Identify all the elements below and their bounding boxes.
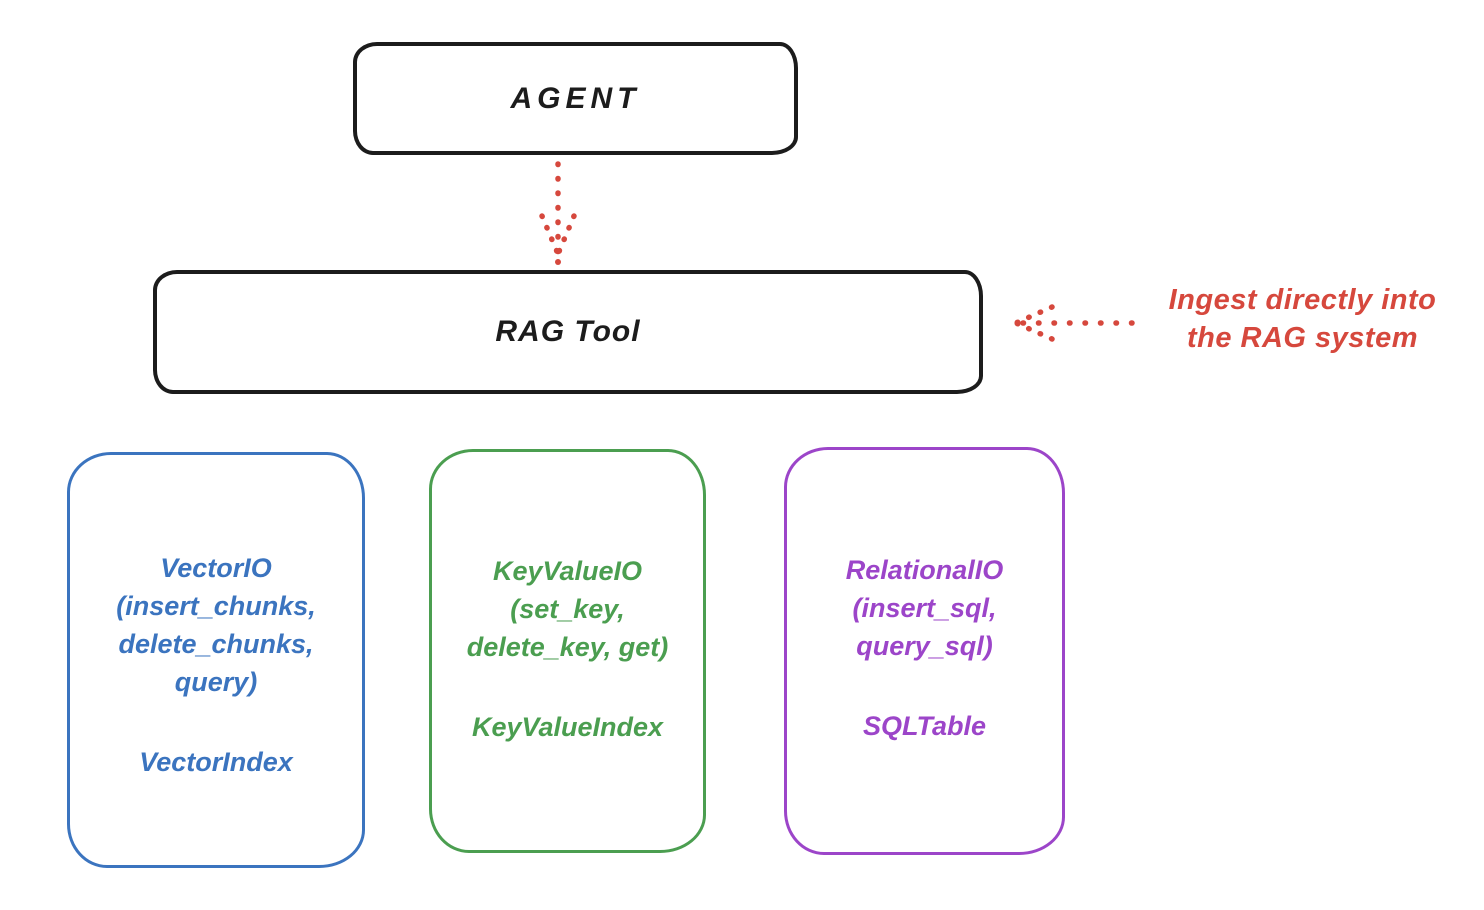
ingest-annotation: Ingest directly into the RAG system bbox=[1130, 281, 1475, 357]
vectorio-line: VectorIO bbox=[160, 553, 272, 583]
vectorio-line: delete_chunks, bbox=[118, 629, 314, 659]
agent-to-ragtool-arrow-icon bbox=[533, 158, 583, 270]
relationalio-line: (insert_sql, bbox=[852, 593, 997, 623]
sqltable-label: SQLTable bbox=[862, 711, 987, 741]
vectorindex-label: VectorIndex bbox=[139, 747, 293, 777]
agent-box: AGENT bbox=[353, 42, 798, 155]
keyvalueio-methods: KeyValueIO (set_key, delete_key, get) bbox=[467, 552, 669, 666]
vectorio-line: (insert_chunks, bbox=[116, 591, 316, 621]
relationalio-line: query_sql) bbox=[856, 631, 993, 661]
relationalio-box: RelationalIO (insert_sql, query_sql) SQL… bbox=[784, 447, 1065, 855]
relationalio-line: RelationalIO bbox=[845, 555, 1004, 585]
vectorio-line: query) bbox=[174, 667, 258, 697]
keyvalueindex-label: KeyValueIndex bbox=[471, 712, 664, 742]
keyvalueio-line: (set_key, bbox=[510, 594, 625, 624]
rag-tool-label: RAG Tool bbox=[495, 315, 641, 348]
vectorio-box: VectorIO (insert_chunks, delete_chunks, … bbox=[67, 452, 365, 868]
vectorio-methods: VectorIO (insert_chunks, delete_chunks, … bbox=[116, 549, 316, 701]
ingest-arrow-icon bbox=[1006, 299, 1138, 347]
agent-label: AGENT bbox=[510, 81, 641, 115]
rag-tool-box: RAG Tool bbox=[153, 270, 983, 394]
ingest-annotation-line2: the RAG system bbox=[1186, 322, 1418, 354]
keyvalueio-line: KeyValueIO bbox=[492, 556, 643, 586]
relationalio-methods: RelationalIO (insert_sql, query_sql) bbox=[846, 551, 1004, 665]
keyvalueio-box: KeyValueIO (set_key, delete_key, get) Ke… bbox=[429, 449, 706, 853]
keyvalueio-line: delete_key, get) bbox=[466, 632, 669, 662]
ingest-annotation-line1: Ingest directly into bbox=[1168, 284, 1437, 316]
